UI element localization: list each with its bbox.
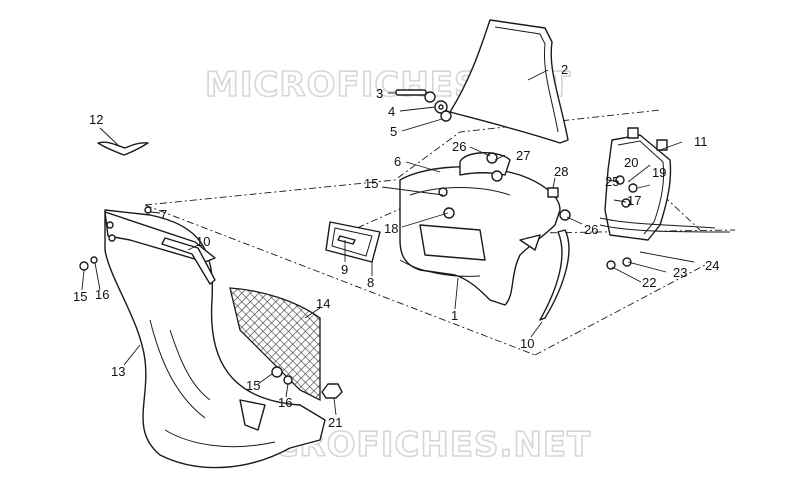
callout-label: 25 <box>605 174 619 189</box>
trim-strip-right <box>539 229 570 321</box>
callout-label: 5 <box>390 124 397 139</box>
callout-labels: 2 3 4 5 6 26 27 28 11 20 19 25 17 26 24 … <box>73 62 719 430</box>
callout-label: 3 <box>376 86 383 101</box>
callout-label: 15 <box>73 289 87 304</box>
callout-label: 21 <box>328 415 342 430</box>
left-fasteners <box>79 206 343 399</box>
callout-label: 10 <box>196 234 210 249</box>
callout-label: 15 <box>246 378 260 393</box>
emblem-part <box>97 141 149 156</box>
windscreen-part <box>449 19 569 144</box>
callout-label: 27 <box>516 148 530 163</box>
callout-label: 13 <box>111 364 125 379</box>
callout-label: 16 <box>278 395 292 410</box>
front-fairing-part <box>399 152 561 306</box>
screw-washer-set <box>395 89 452 122</box>
callout-label: 16 <box>95 287 109 302</box>
callout-label: 8 <box>367 275 374 290</box>
callout-label: 2 <box>561 62 568 77</box>
callout-label: 26 <box>584 222 598 237</box>
callout-label: 12 <box>89 112 103 127</box>
callout-label: 26 <box>452 139 466 154</box>
callout-label: 20 <box>624 155 638 170</box>
callout-label: 19 <box>652 165 666 180</box>
callout-label: 14 <box>316 296 330 311</box>
callout-label: 18 <box>384 221 398 236</box>
callout-label: 15 <box>364 176 378 191</box>
callout-label: 22 <box>642 275 656 290</box>
callout-label: 28 <box>554 164 568 179</box>
leader-lines <box>81 69 695 416</box>
callout-label: 1 <box>451 308 458 323</box>
callout-label: 23 <box>673 265 687 280</box>
cover-panel-part <box>325 221 381 263</box>
callout-label: 11 <box>694 134 708 149</box>
callout-label: 7 <box>160 207 167 222</box>
callout-label: 4 <box>388 104 395 119</box>
mesh-grille-part <box>229 287 321 402</box>
callout-label: 24 <box>705 258 719 273</box>
callout-label: 17 <box>627 193 641 208</box>
callout-label: 6 <box>394 154 401 169</box>
hardware-fasteners <box>438 152 638 270</box>
callout-label: 10 <box>520 336 534 351</box>
callout-label: 9 <box>341 262 348 277</box>
fairing-bracket-part <box>599 127 731 241</box>
trim-strip-left <box>161 237 216 285</box>
